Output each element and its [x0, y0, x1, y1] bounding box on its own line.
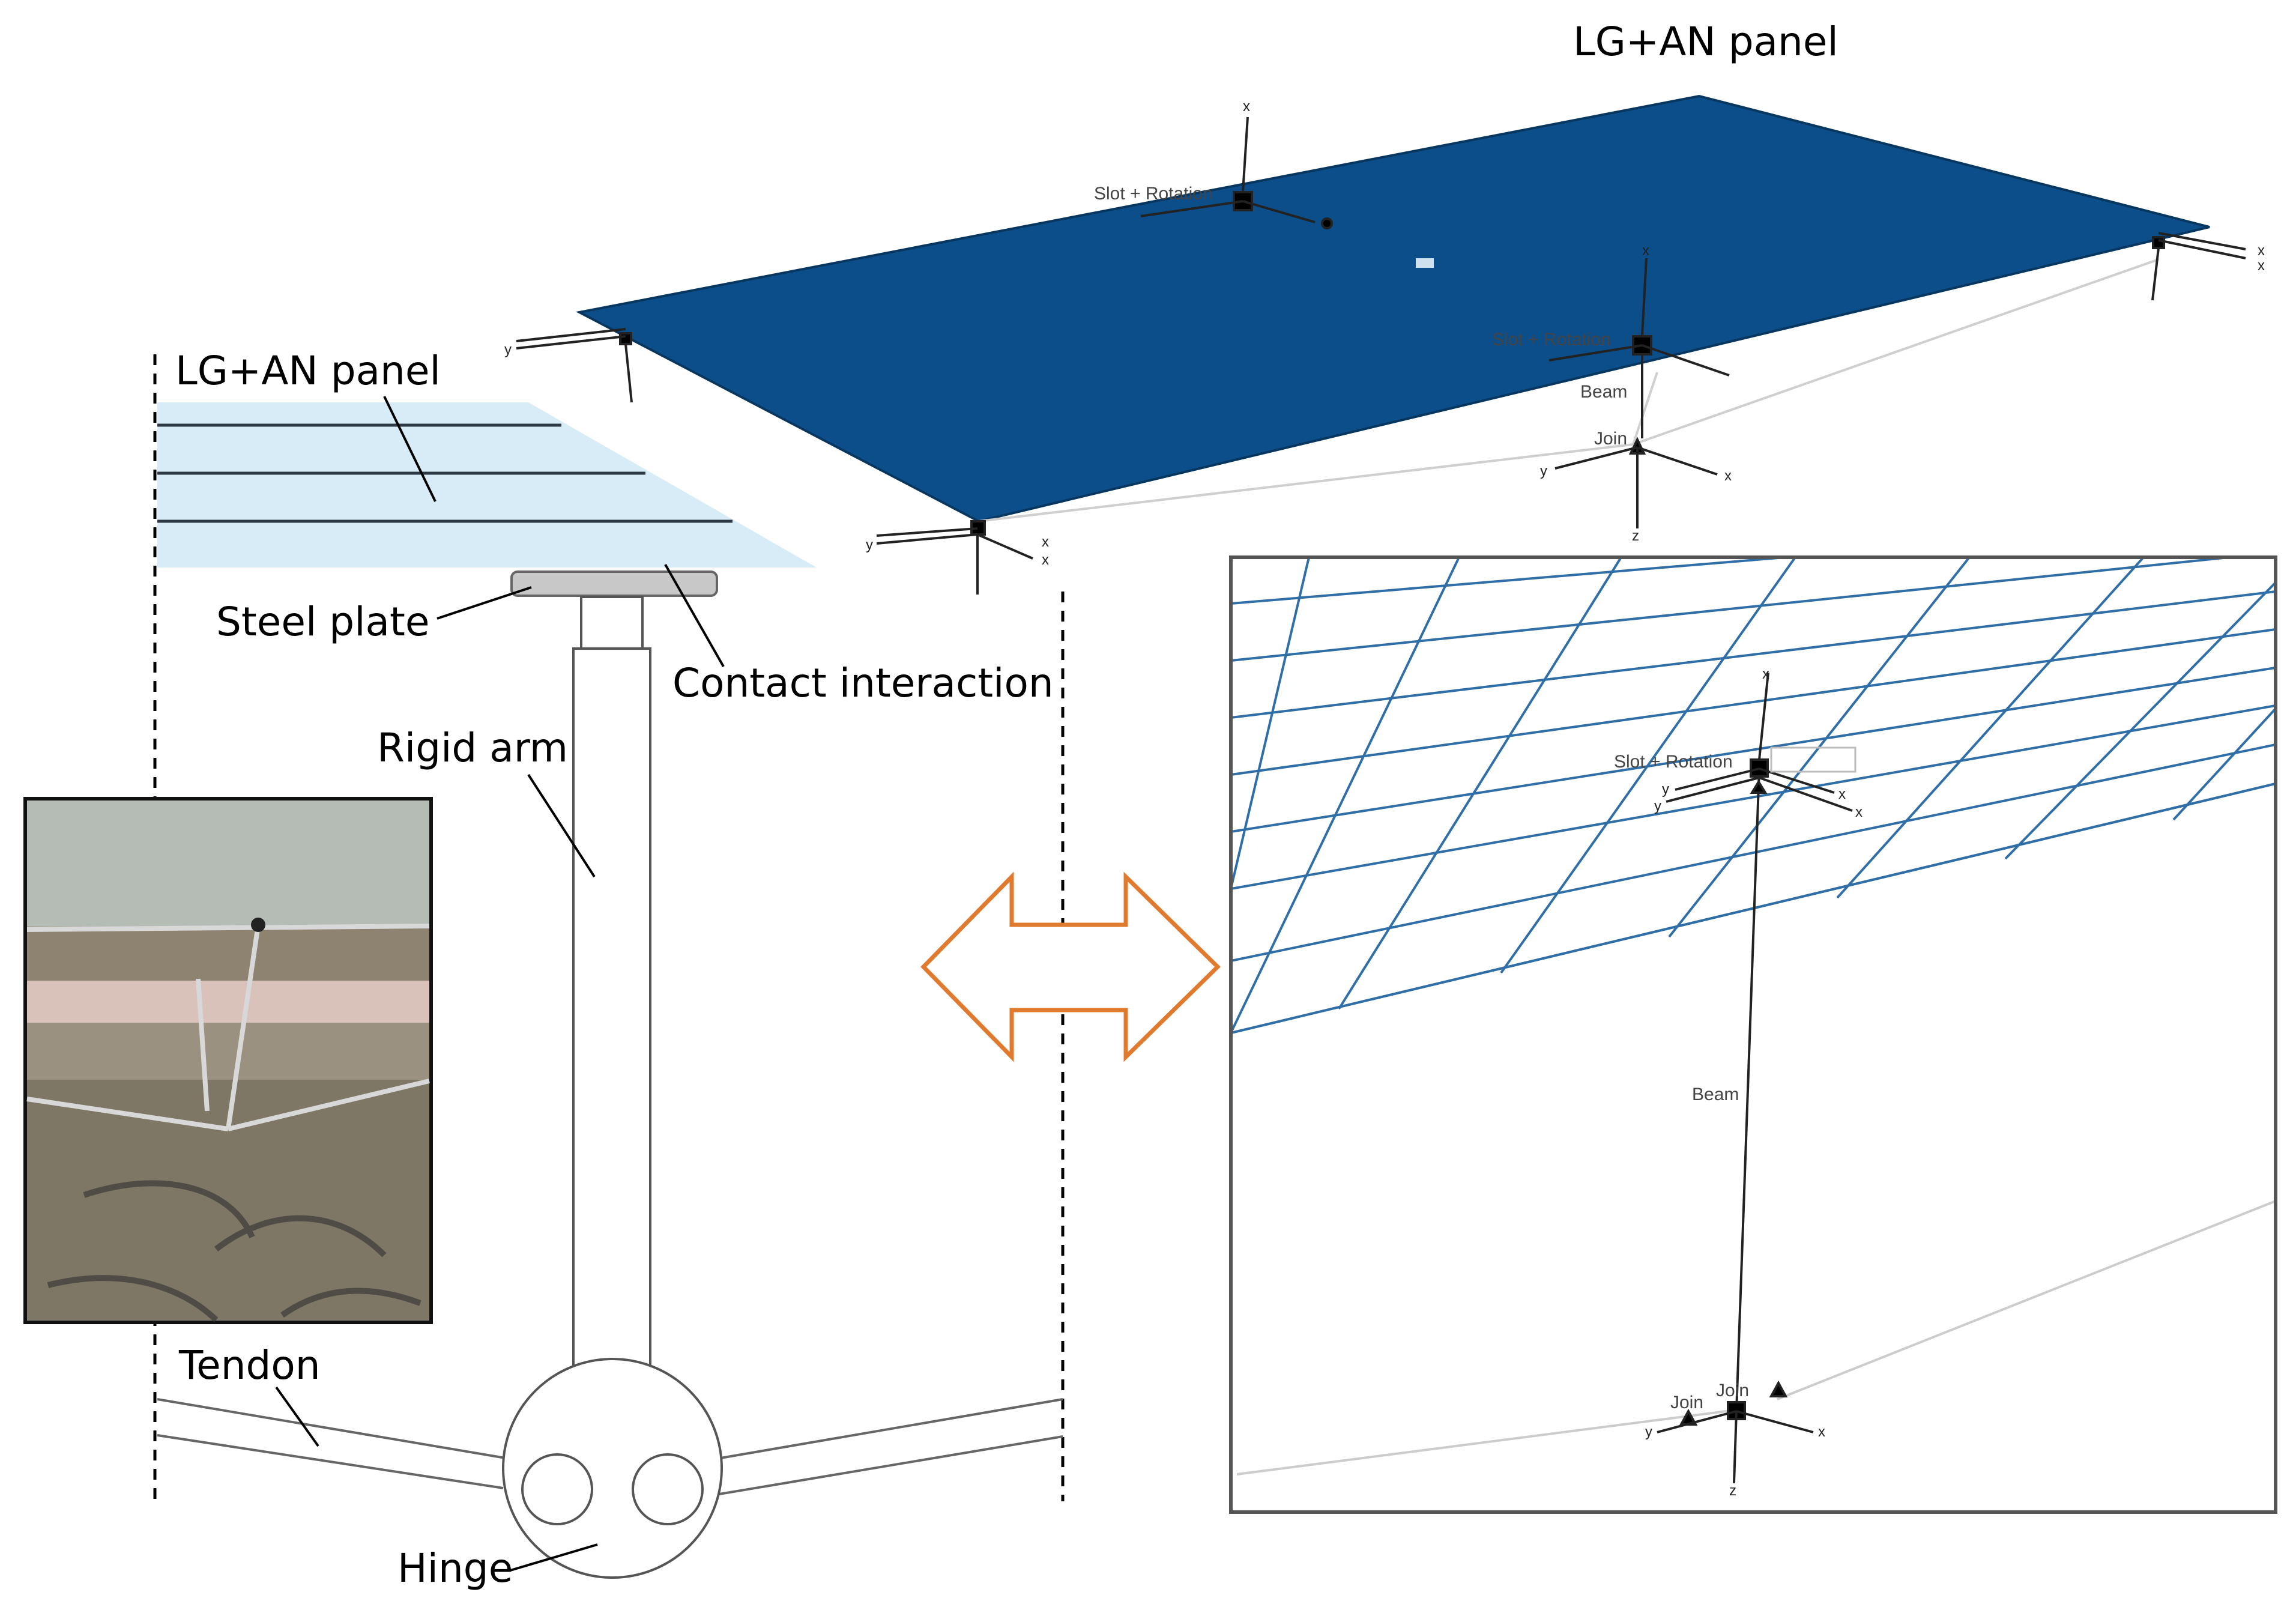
support-back-left: [516, 328, 633, 403]
leader-contact-interaction: [664, 564, 725, 667]
rigid-arm-cap: [580, 596, 644, 650]
support-back-right: [2151, 232, 2246, 301]
panel-plate-3d: [576, 94, 2210, 523]
axis-letter-y-zoom-1: y: [1662, 781, 1669, 797]
support-front-left: [876, 520, 1033, 595]
axis-letter-y-zoom-2: y: [1654, 798, 1661, 814]
tendon-lines-3d: [978, 258, 2159, 522]
label-rigid-arm: Rigid arm: [377, 725, 568, 771]
label-steel-plate: Steel plate: [216, 599, 429, 645]
fem-label-beam-3d: Beam: [1580, 382, 1627, 402]
hinge-hole-right: [632, 1453, 704, 1525]
fem-label-join-zoom-1: Join: [1670, 1393, 1703, 1412]
fem-label-slot-back: Slot + Rotation: [1094, 184, 1213, 204]
axis-letter-x-node1: x: [1243, 98, 1250, 115]
axis-letter-x-zoom-2: x: [1855, 804, 1862, 820]
beam-zoom: [1735, 768, 1760, 1412]
leader-tendon: [275, 1386, 319, 1447]
label-hinge: Hinge: [397, 1545, 513, 1591]
slot-rotation-node-back: [1140, 117, 1333, 229]
fem-label-beam-zoom: Beam: [1692, 1085, 1739, 1104]
hinge-hole-left: [521, 1453, 593, 1525]
axis-letter-x-fl: x: [1042, 534, 1049, 550]
glass-layer-lines: [157, 423, 733, 523]
tendons-section: [157, 1398, 1063, 1495]
fem-label-join-zoom-2: Join: [1716, 1381, 1749, 1400]
label-panel-section: LG+AN panel: [175, 348, 441, 394]
slot-rotation-node-zoom: [1666, 672, 1856, 812]
join-node-zoom: [1657, 1380, 1814, 1484]
site-photo: [23, 797, 433, 1324]
axis-letter-z-zoom-join: z: [1729, 1483, 1736, 1499]
axis-letter-y-join3d: y: [1540, 463, 1547, 479]
label-tendon: Tendon: [178, 1342, 321, 1388]
label-contact-interaction: Contact interaction: [672, 660, 1054, 706]
axis-letter-y-fl: y: [866, 537, 873, 553]
leader-hinge: [510, 1543, 598, 1572]
axis-letter-x-node2: x: [1642, 243, 1649, 259]
panel-center-marker: [1416, 258, 1434, 268]
fem-label-join-3d: Join: [1594, 429, 1627, 449]
panel-top-title: LG+AN panel: [1573, 19, 1838, 65]
slot-rotation-node-front: [1548, 258, 1730, 438]
fem-3d-model: LG+AN panel x x y y: [504, 19, 2265, 595]
glass-panel-section: [157, 402, 817, 567]
zoom-view: Beam x Slot + Rotation x x y y Join Jo: [1229, 555, 2277, 1514]
rigid-arm: [572, 647, 651, 1388]
leader-steel-plate: [437, 586, 532, 620]
double-arrow: [920, 871, 1221, 1062]
axis-letter-x-fl2: x: [1042, 552, 1049, 568]
axis-letter-x-join3d: x: [1724, 468, 1732, 484]
fem-label-slot-zoom: Slot + Rotation: [1614, 752, 1733, 772]
fem-label-slot-front: Slot + Rotation: [1492, 330, 1611, 350]
axis-letter-z-join3d: z: [1632, 528, 1639, 544]
axis-letter-x-zoom-join: x: [1818, 1424, 1825, 1440]
section-schematic: LG+AN panel Steel plate Contact interact…: [153, 348, 1065, 1591]
axis-letter-x-br: x: [2258, 243, 2265, 259]
axis-letter-x-zoom-1: x: [1838, 786, 1846, 802]
zoom-view-frame: [1229, 555, 2277, 1514]
axis-letter-y-bl: y: [504, 342, 512, 358]
join-node-3d: [1554, 437, 1718, 528]
axis-letter-x-zoom-top: x: [1762, 666, 1769, 682]
axis-letter-x-br2: x: [2258, 258, 2265, 274]
tendon-lines-zoom: [1236, 1200, 2276, 1475]
leader-rigid-arm: [527, 773, 596, 878]
leader-panel-section: [383, 396, 437, 502]
axis-letter-y-zoom-join: y: [1645, 1424, 1652, 1440]
steel-plate: [510, 570, 718, 597]
